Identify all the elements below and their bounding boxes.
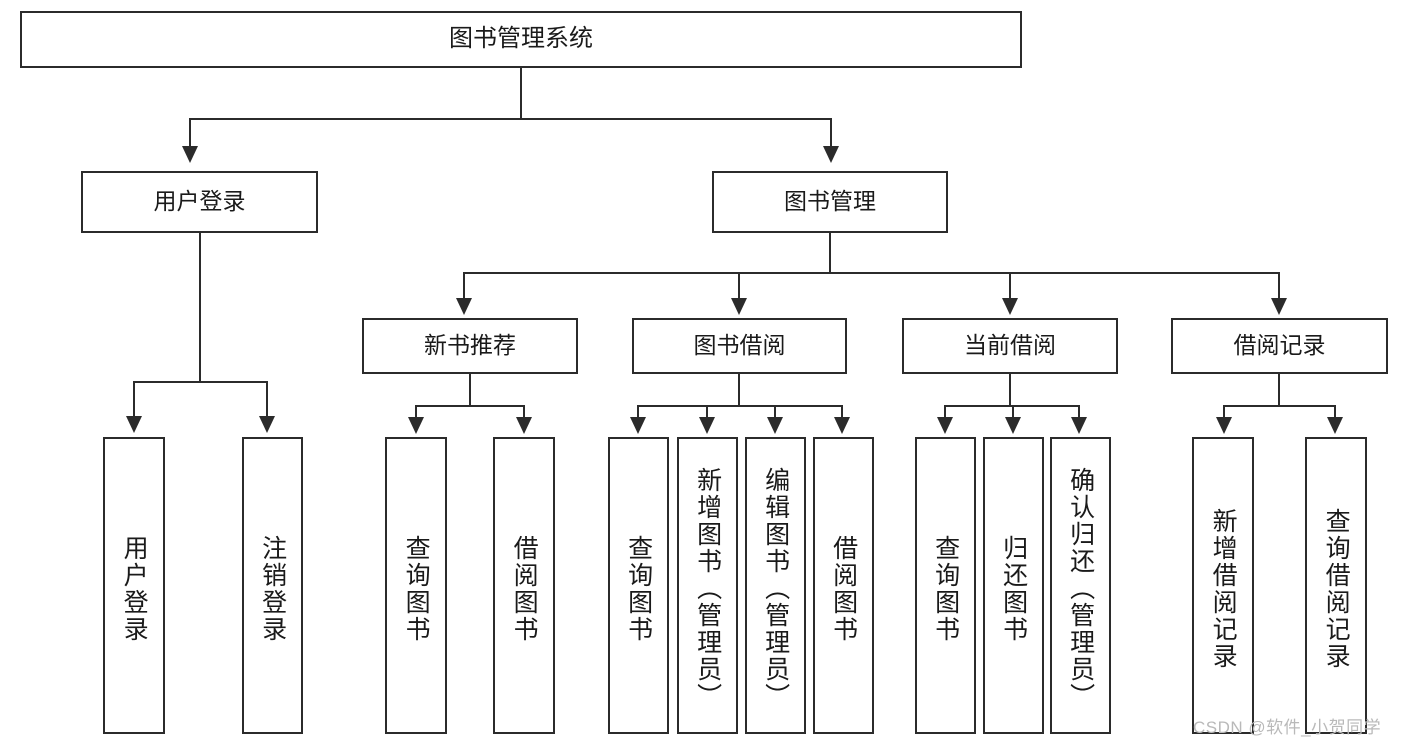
arrow-book-manage-to-borrow-record [1271,298,1287,315]
node-label: 新增图书（管理员） [693,467,722,710]
arrow-book-borrow-to-leaf-2 [767,417,783,434]
arrow-new-book-to-leaf-0 [408,417,424,434]
leaf-user-login-1[interactable]: 注销登录 [242,437,303,734]
edge-book-borrow-to-leaf-2 [774,405,776,419]
arrow-borrow-record-to-leaf-0 [1216,417,1232,434]
arrow-book-borrow-to-leaf-0 [630,417,646,434]
leaf-current-borrow-2[interactable]: 确认归还（管理员） [1050,437,1111,734]
edge-new-book-stem [469,374,471,405]
leaf-book-borrow-0[interactable]: 查询图书 [608,437,669,734]
csdn-watermark: CSDN @软件_小贺同学 [1193,718,1382,737]
node-label: 新书推荐 [424,332,516,359]
node-label: 确认归还（管理员） [1066,467,1095,710]
node-label: 编辑图书（管理员） [761,467,790,710]
arrow-borrow-record-to-leaf-1 [1327,417,1343,434]
edge-book-manage-stem [829,233,831,272]
node-label: 用户登录 [120,534,149,643]
edge-book-manage-to-current-borrow [1009,272,1011,300]
node-label: 查询图书 [624,534,653,643]
edge-user-login-stem [199,233,201,381]
edge-book-manage-to-new-book [463,272,465,300]
edge-borrow-record-to-leaf-0 [1223,405,1225,419]
edge-book-manage-to-book-borrow [738,272,740,300]
arrow-new-book-to-leaf-1 [516,417,532,434]
node-label: 借阅记录 [1233,332,1326,359]
arrow-current-borrow-to-leaf-1 [1005,417,1021,434]
node-borrow-record[interactable]: 借阅记录 [1171,318,1388,374]
leaf-book-borrow-2[interactable]: 编辑图书（管理员） [745,437,806,734]
edge-new-book-to-leaf-0 [415,405,417,419]
edge-user-login-bus [133,381,268,383]
node-label: 注销登录 [258,534,287,643]
edge-root-to-book-manage [830,118,832,148]
leaf-book-borrow-1[interactable]: 新增图书（管理员） [677,437,738,734]
leaf-user-login-0[interactable]: 用户登录 [103,437,165,734]
node-label: 归还图书 [999,534,1028,643]
edge-current-borrow-to-leaf-1 [1012,405,1014,419]
edge-current-borrow-bus [944,405,1079,407]
leaf-borrow-record-0[interactable]: 新增借阅记录 [1192,437,1254,734]
edge-book-borrow-bus [637,405,843,407]
node-label: 用户登录 [153,188,246,215]
edge-user-login-to-leaf-0 [133,381,135,418]
edge-borrow-record-stem [1278,374,1280,405]
leaf-new-book-recommend-0[interactable]: 查询图书 [385,437,447,734]
edge-book-borrow-to-leaf-0 [637,405,639,419]
node-book-management[interactable]: 图书管理 [712,171,948,233]
edge-current-borrow-stem [1009,374,1011,405]
edge-root-to-user-login [189,118,191,148]
edge-borrow-record-bus [1223,405,1336,407]
edge-root-stem [520,68,522,118]
arrow-current-borrow-to-leaf-0 [937,417,953,434]
edge-book-manage-bus [463,272,1279,274]
edge-new-book-bus [415,405,525,407]
edge-current-borrow-to-leaf-2 [1078,405,1080,419]
leaf-borrow-record-1[interactable]: 查询借阅记录 [1305,437,1367,734]
arrow-current-borrow-to-leaf-2 [1071,417,1087,434]
edge-root-bus [189,118,832,120]
arrow-root-to-book-manage [823,146,839,163]
node-label: 图书管理系统 [449,25,593,53]
arrow-root-to-user-login [182,146,198,163]
arrow-user-login-to-leaf-1 [259,416,275,433]
node-label: 新增借阅记录 [1209,507,1238,670]
arrow-book-borrow-to-leaf-1 [699,417,715,434]
leaf-book-borrow-3[interactable]: 借阅图书 [813,437,874,734]
edge-current-borrow-to-leaf-0 [944,405,946,419]
edge-book-manage-to-borrow-record [1278,272,1280,300]
edge-book-borrow-stem [738,374,740,405]
node-root-system[interactable]: 图书管理系统 [20,11,1022,68]
node-label: 借阅图书 [510,534,539,643]
edge-book-borrow-to-leaf-3 [841,405,843,419]
leaf-new-book-recommend-1[interactable]: 借阅图书 [493,437,555,734]
edge-new-book-to-leaf-1 [523,405,525,419]
arrow-book-borrow-to-leaf-3 [834,417,850,434]
arrow-user-login-to-leaf-0 [126,416,142,433]
node-label: 图书借阅 [693,332,786,359]
node-label: 图书管理 [784,188,876,215]
node-label: 借阅图书 [829,534,858,643]
edge-book-borrow-to-leaf-1 [706,405,708,419]
arrow-book-manage-to-new-book [456,298,472,315]
leaf-current-borrow-0[interactable]: 查询图书 [915,437,976,734]
leaf-current-borrow-1[interactable]: 归还图书 [983,437,1044,734]
node-label: 查询借阅记录 [1322,507,1351,670]
edge-borrow-record-to-leaf-1 [1334,405,1336,419]
node-new-book-recommend[interactable]: 新书推荐 [362,318,578,374]
node-label: 查询图书 [931,534,960,643]
node-label: 当前借阅 [964,332,1056,359]
node-user-login[interactable]: 用户登录 [81,171,318,233]
edge-user-login-to-leaf-1 [266,381,268,418]
node-current-borrow[interactable]: 当前借阅 [902,318,1118,374]
node-label: 查询图书 [402,534,431,643]
node-book-borrow[interactable]: 图书借阅 [632,318,847,374]
arrow-book-manage-to-book-borrow [731,298,747,315]
arrow-book-manage-to-current-borrow [1002,298,1018,315]
